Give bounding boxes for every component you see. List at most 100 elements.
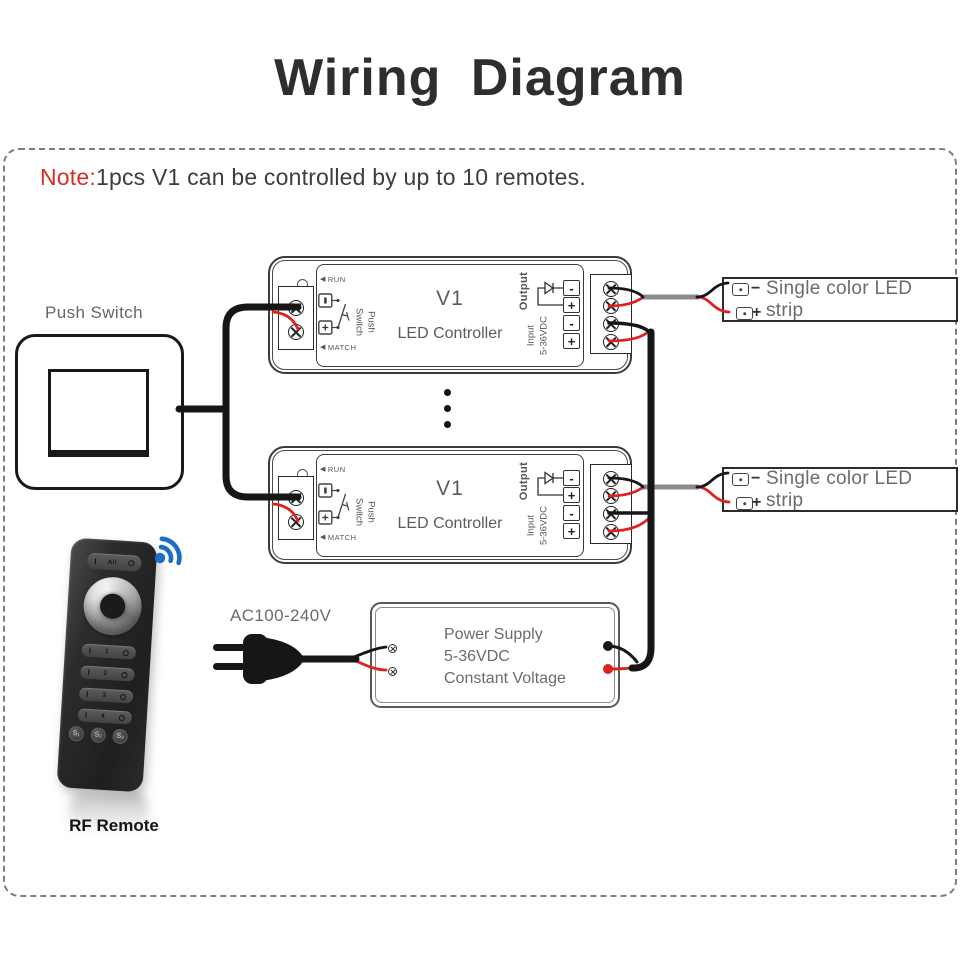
match-button-label: ◀MATCH — [320, 533, 357, 542]
controller-model: V1 — [436, 477, 464, 500]
off-ring-icon — [128, 560, 135, 567]
remote-zone1-button: I 1 — [81, 643, 137, 660]
run-indicator-label: ◀RUN — [320, 465, 346, 474]
on-mark: I — [88, 645, 92, 655]
remote-scene3-button: S₃ — [112, 728, 129, 745]
screw-terminal — [603, 488, 619, 504]
screw-terminal — [288, 490, 304, 506]
controller-type: LED Controller — [397, 515, 503, 532]
power-supply: Power Supply 5-36VDC Constant Voltage — [370, 602, 620, 708]
remote-zone3-button: I 3 — [78, 687, 134, 704]
note-text: Note:1pcs V1 can be controlled by up to … — [40, 164, 586, 191]
note-body: 1pcs V1 can be controlled by up to 10 re… — [95, 164, 586, 190]
led-controller-1: ◀RUN ◀MATCH Push Switch V1 LED Controlle… — [268, 256, 632, 374]
remote-scene2-button: S₂ — [90, 727, 107, 744]
input-pos-terminal: + — [563, 523, 580, 539]
off-ring-icon — [122, 649, 129, 656]
switch-terminal-block — [278, 286, 314, 350]
zone-number: 3 — [102, 691, 107, 700]
diagram-border — [3, 148, 957, 897]
screw-terminal — [603, 298, 619, 314]
output-pos-terminal: + — [563, 297, 580, 313]
continuation-dot — [444, 389, 451, 396]
screw-terminal — [603, 506, 619, 522]
push-switch-label: Push Switch — [45, 303, 143, 322]
strip-neg-sign: − — [751, 280, 761, 297]
output-pos-terminal: + — [563, 487, 580, 503]
screw-terminal — [288, 324, 304, 340]
controller-panel — [316, 264, 584, 367]
diode-icon — [537, 471, 563, 496]
rf-signal-icon — [154, 536, 182, 566]
strip-neg-pad — [732, 283, 749, 296]
input-pos-terminal: + — [563, 333, 580, 349]
remote-zone4-button: I 4 — [77, 708, 133, 725]
screw-terminal — [288, 514, 304, 530]
remote-reflection — [70, 793, 148, 845]
switch-terminal-block — [278, 476, 314, 540]
strip-neg-sign: − — [751, 470, 761, 487]
remote-all-button: I All — [86, 552, 142, 572]
screw-terminal — [603, 524, 619, 540]
remote-zone2-button: I 2 — [80, 665, 135, 682]
continuation-dot — [444, 405, 451, 412]
input-neg-terminal: - — [563, 315, 580, 331]
controller-panel — [316, 454, 584, 557]
arrow-left-icon: ◀ — [320, 466, 326, 473]
remote-scene1-button: S₁ — [68, 725, 85, 742]
controller-type: LED Controller — [397, 325, 503, 342]
arrow-left-icon: ◀ — [320, 344, 326, 351]
led-controller-2: ◀RUN ◀MATCH Push Switch V1 LED Controlle… — [268, 446, 632, 564]
remote-dim-wheel — [81, 575, 144, 637]
strip-pos-pad — [736, 497, 753, 510]
led-strip-1: − + Single color LED strip — [722, 277, 958, 322]
input-neg-terminal: - — [563, 505, 580, 521]
on-mark: I — [85, 689, 89, 699]
rf-remote: I All I 1 I 2 I 3 I 4 S₁ S₂ S₃ — [56, 537, 158, 793]
output-neg-terminal: - — [563, 470, 580, 486]
off-ring-icon — [119, 693, 127, 700]
on-mark: I — [84, 710, 88, 720]
ac-voltage-label: AC100-240V — [230, 606, 332, 625]
ac-input-terminal — [388, 644, 397, 653]
run-indicator-label: ◀RUN — [320, 275, 346, 284]
strip-pos-sign: + — [752, 494, 762, 511]
push-switch-icon — [318, 483, 350, 525]
push-switch-button — [48, 369, 149, 457]
output-input-terminal-block — [590, 274, 632, 354]
controller-model: V1 — [436, 287, 464, 310]
dim-wheel-center — [99, 592, 126, 620]
push-switch — [15, 334, 184, 490]
screw-terminal — [288, 300, 304, 316]
strip-label: Single color LED strip — [766, 467, 913, 511]
output-neg-terminal: - — [563, 280, 580, 296]
screw-terminal — [603, 471, 619, 487]
output-input-terminal-block — [590, 464, 632, 544]
on-mark: I — [94, 556, 97, 566]
strip-pos-pad — [736, 307, 753, 320]
ac-input-terminal — [388, 667, 397, 676]
zone-number: 1 — [104, 647, 110, 656]
output-label: Output — [518, 461, 530, 501]
arrow-left-icon: ◀ — [320, 276, 326, 283]
led-strip-2: − + Single color LED strip — [722, 467, 958, 512]
diode-icon — [537, 281, 563, 306]
all-label: All — [107, 558, 118, 566]
strip-pos-sign: + — [752, 304, 762, 321]
screw-terminal — [603, 281, 619, 297]
screw-terminal — [603, 334, 619, 350]
match-button-label: ◀MATCH — [320, 343, 357, 352]
push-switch-icon — [318, 293, 350, 335]
arrow-left-icon: ◀ — [320, 534, 326, 541]
output-label: Output — [518, 271, 530, 311]
on-mark: I — [87, 667, 91, 677]
power-supply-text: Power Supply 5-36VDC Constant Voltage — [444, 626, 566, 687]
off-ring-icon — [118, 714, 125, 721]
note-prefix: Note: — [40, 164, 96, 190]
zone-number: 4 — [100, 712, 106, 720]
continuation-dot — [444, 421, 451, 428]
strip-label: Single color LED strip — [766, 277, 913, 321]
page-title: Wiring Diagram — [274, 49, 686, 107]
zone-number: 2 — [103, 669, 108, 678]
